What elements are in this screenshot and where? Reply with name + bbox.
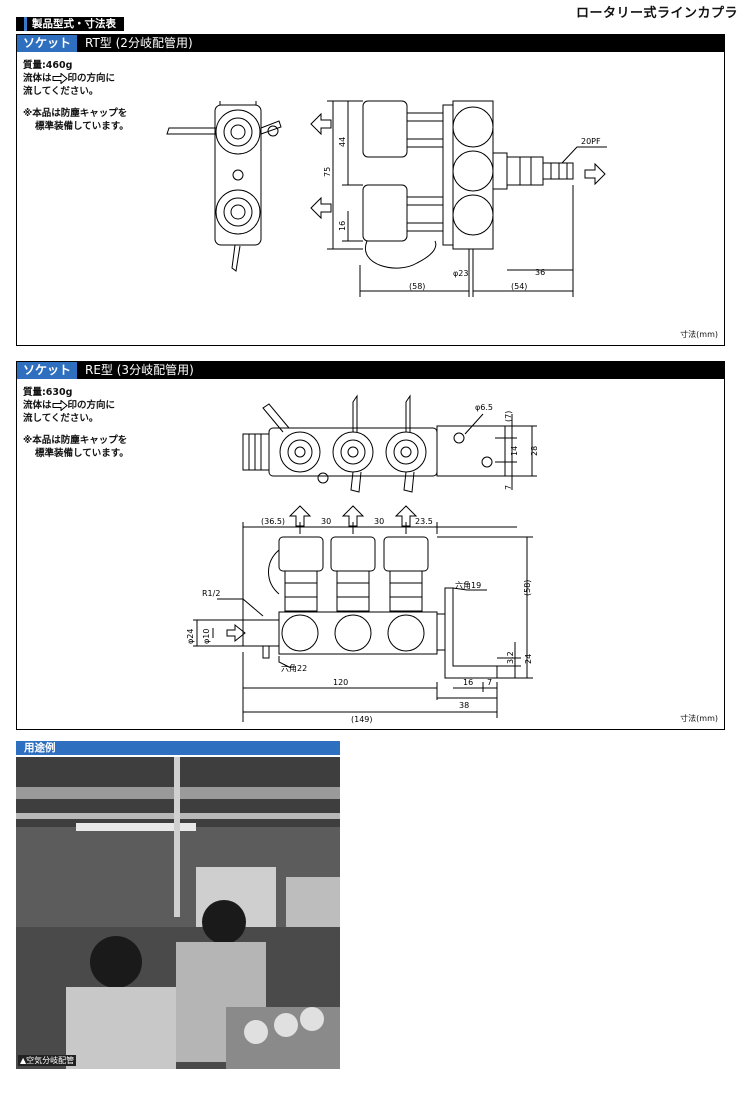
re-dim-28: 28 <box>530 446 539 456</box>
flow-arrow-icon <box>52 73 68 84</box>
re-dim-120: 120 <box>333 678 348 687</box>
factory-photo-illustration <box>16 757 340 1069</box>
re-dim-7a: (7) <box>504 411 513 422</box>
re-dim-d65: φ6.5 <box>475 403 493 412</box>
rt-dim-58: (58) <box>409 282 425 291</box>
re-flow-line2: 流してください。 <box>23 413 99 424</box>
rt-dim-54: (54) <box>511 282 527 291</box>
re-dim-r12: R1/2 <box>202 589 220 598</box>
re-dim-14: 14 <box>510 446 519 456</box>
brand-title: ロータリー式ラインカプラ <box>575 6 738 21</box>
usage-title: 用途例 <box>24 742 56 754</box>
rt-dim-16: 16 <box>338 221 347 231</box>
rt-note-line1: ※本品は防塵キャップを <box>23 108 128 119</box>
re-dim-d24: φ24 <box>186 629 195 644</box>
flow-arrow-icon <box>52 400 68 411</box>
rt-dim-75: 75 <box>323 167 332 177</box>
re-chip: ソケット <box>17 362 78 379</box>
re-panel-header: ソケット RE型 (3分岐配管用) <box>17 362 724 379</box>
re-dim-7: 7 <box>487 678 492 687</box>
re-dim-7b: 7 <box>504 485 513 490</box>
re-dim-hex19: 六角19 <box>455 580 481 590</box>
re-dim-58: (58) <box>523 580 532 596</box>
usage-caption: ▲空気分岐配管 <box>18 1055 77 1066</box>
re-dim-32: 3.2 <box>506 651 515 664</box>
re-note-line2: 標準装備しています。 <box>35 448 129 459</box>
rt-dim-44: 44 <box>338 137 347 147</box>
rt-title: RT型 (2分岐配管用) <box>85 36 193 50</box>
re-dim-d10: φ10 <box>202 629 211 644</box>
section-tab-spec: 製品型式・寸法表 <box>16 17 124 31</box>
re-dim-hex22: 六角22 <box>281 663 307 673</box>
re-dim-24: 24 <box>524 654 533 664</box>
re-notes: 質量:630g 流体は印の方向に 流してください。 ※本品は防塵キャップを 標準… <box>23 386 129 460</box>
re-dim-30a: 30 <box>321 517 331 526</box>
rt-drawing: 75 44 16 φ23 36 (58) (54) 20PF <box>166 100 607 297</box>
rt-mass: 質量:460g <box>23 60 73 71</box>
re-dim-16: 16 <box>463 678 473 687</box>
rt-dim-d23: φ23 <box>453 269 468 278</box>
re-unit: 寸法(mm) <box>680 714 718 723</box>
re-dim-38: 38 <box>459 701 469 710</box>
rt-panel-header: ソケット RT型 (2分岐配管用) <box>17 35 724 52</box>
re-title: RE型 (3分岐配管用) <box>85 363 194 377</box>
rt-flow-line1: 流体は印の方向に <box>23 73 116 84</box>
tab-marker <box>24 17 27 31</box>
rt-chip: ソケット <box>17 35 78 52</box>
section-label: 製品型式・寸法表 <box>32 18 116 30</box>
re-note-line1: ※本品は防塵キャップを <box>23 435 128 446</box>
usage-tab: 用途例 <box>16 741 340 755</box>
re-panel: ソケット RE型 (3分岐配管用) 質量:630g 流体は印の方向に 流してくださ… <box>16 361 725 730</box>
re-dim-30b: 30 <box>374 517 384 526</box>
re-dim-149: (149) <box>351 715 373 724</box>
rt-panel: ソケット RT型 (2分岐配管用) 質量:460g 流体は印の方向に 流してくださ… <box>16 34 725 346</box>
re-dim-235: 23.5 <box>415 517 433 526</box>
rt-flow-line2: 流してください。 <box>23 86 99 97</box>
re-drawing: φ6.5 (7) 14 28 7 (36.5) 30 30 23.5 R1/2 … <box>186 394 539 724</box>
rt-dim-36: 36 <box>535 268 545 277</box>
rt-note-line2: 標準装備しています。 <box>35 121 129 132</box>
re-dim-365: (36.5) <box>261 517 285 526</box>
usage-photo <box>16 757 340 1069</box>
re-mass: 質量:630g <box>23 387 73 398</box>
re-flow-line1: 流体は印の方向に <box>23 400 116 411</box>
rt-dim-20pf: 20PF <box>581 137 601 146</box>
rt-notes: 質量:460g 流体は印の方向に 流してください。 ※本品は防塵キャップを 標準… <box>23 59 129 133</box>
rt-unit: 寸法(mm) <box>680 330 718 339</box>
